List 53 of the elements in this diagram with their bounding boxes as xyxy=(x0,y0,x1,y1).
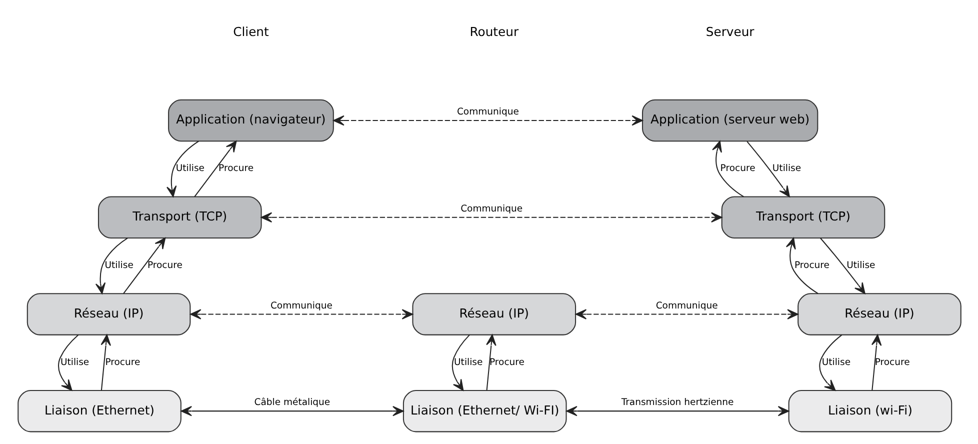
edge-label: Communique xyxy=(460,203,522,214)
edge-label: Procure xyxy=(794,260,829,272)
label: Client xyxy=(232,25,268,40)
node-box: Transport (TCP) xyxy=(97,196,262,238)
arrow xyxy=(166,140,198,198)
node-box: Réseau (IP) xyxy=(412,293,576,336)
edge-label: Communique xyxy=(456,106,518,118)
edge-label: Utilise xyxy=(454,356,482,368)
edge-label: Utilise xyxy=(175,163,204,174)
edge-label: Utilise xyxy=(821,356,850,368)
arrow xyxy=(194,140,236,198)
edge-label: Procure xyxy=(218,163,254,174)
edge-label: Procure xyxy=(104,356,140,368)
arrow xyxy=(190,309,413,320)
arrow xyxy=(486,334,496,390)
node-box: Liaison (Ethernet) xyxy=(17,390,181,432)
arrow xyxy=(818,334,842,391)
edge-label: Utilise xyxy=(846,260,875,272)
arrow xyxy=(332,115,642,126)
node-box: Réseau (IP) xyxy=(797,293,961,336)
arrow xyxy=(100,334,110,390)
edge-label: Communique xyxy=(270,300,332,312)
arrow xyxy=(746,141,790,198)
edge-label: Procure xyxy=(874,356,910,368)
node-box: Transport (TCP) xyxy=(720,196,885,238)
node-box: Application (navigateur) xyxy=(168,99,334,142)
node-box: Liaison (Ethernet/ Wi-FI) xyxy=(402,390,566,432)
arrow xyxy=(122,238,166,294)
arrow xyxy=(180,406,404,416)
node-box: Application (serveur web) xyxy=(642,99,818,142)
edge-label: Procure xyxy=(489,356,524,368)
arrow xyxy=(58,334,78,391)
label: Serveur xyxy=(705,25,754,40)
arrow xyxy=(819,238,865,294)
edge-label: Utilise xyxy=(772,163,801,174)
arrow xyxy=(870,334,882,390)
edge-label: Communique xyxy=(655,300,718,312)
label: Routeur xyxy=(469,25,518,40)
arrow xyxy=(94,238,128,294)
arrow xyxy=(574,309,798,320)
arrow xyxy=(566,406,789,416)
arrow xyxy=(451,334,470,391)
arrow xyxy=(785,238,818,294)
edge-label: Utilise xyxy=(60,356,89,368)
node-box: Réseau (IP) xyxy=(26,293,190,336)
arrow xyxy=(712,140,744,198)
edge-label: Procure xyxy=(720,163,755,174)
arrow xyxy=(260,212,722,223)
edge-label: Utilise xyxy=(104,260,133,272)
edge-label: Procure xyxy=(146,260,182,272)
edge-label: Câble métalique xyxy=(254,397,330,408)
node-box: Liaison (wi-Fi) xyxy=(788,390,952,432)
edge-label: Transmission hertzienne xyxy=(620,397,734,408)
